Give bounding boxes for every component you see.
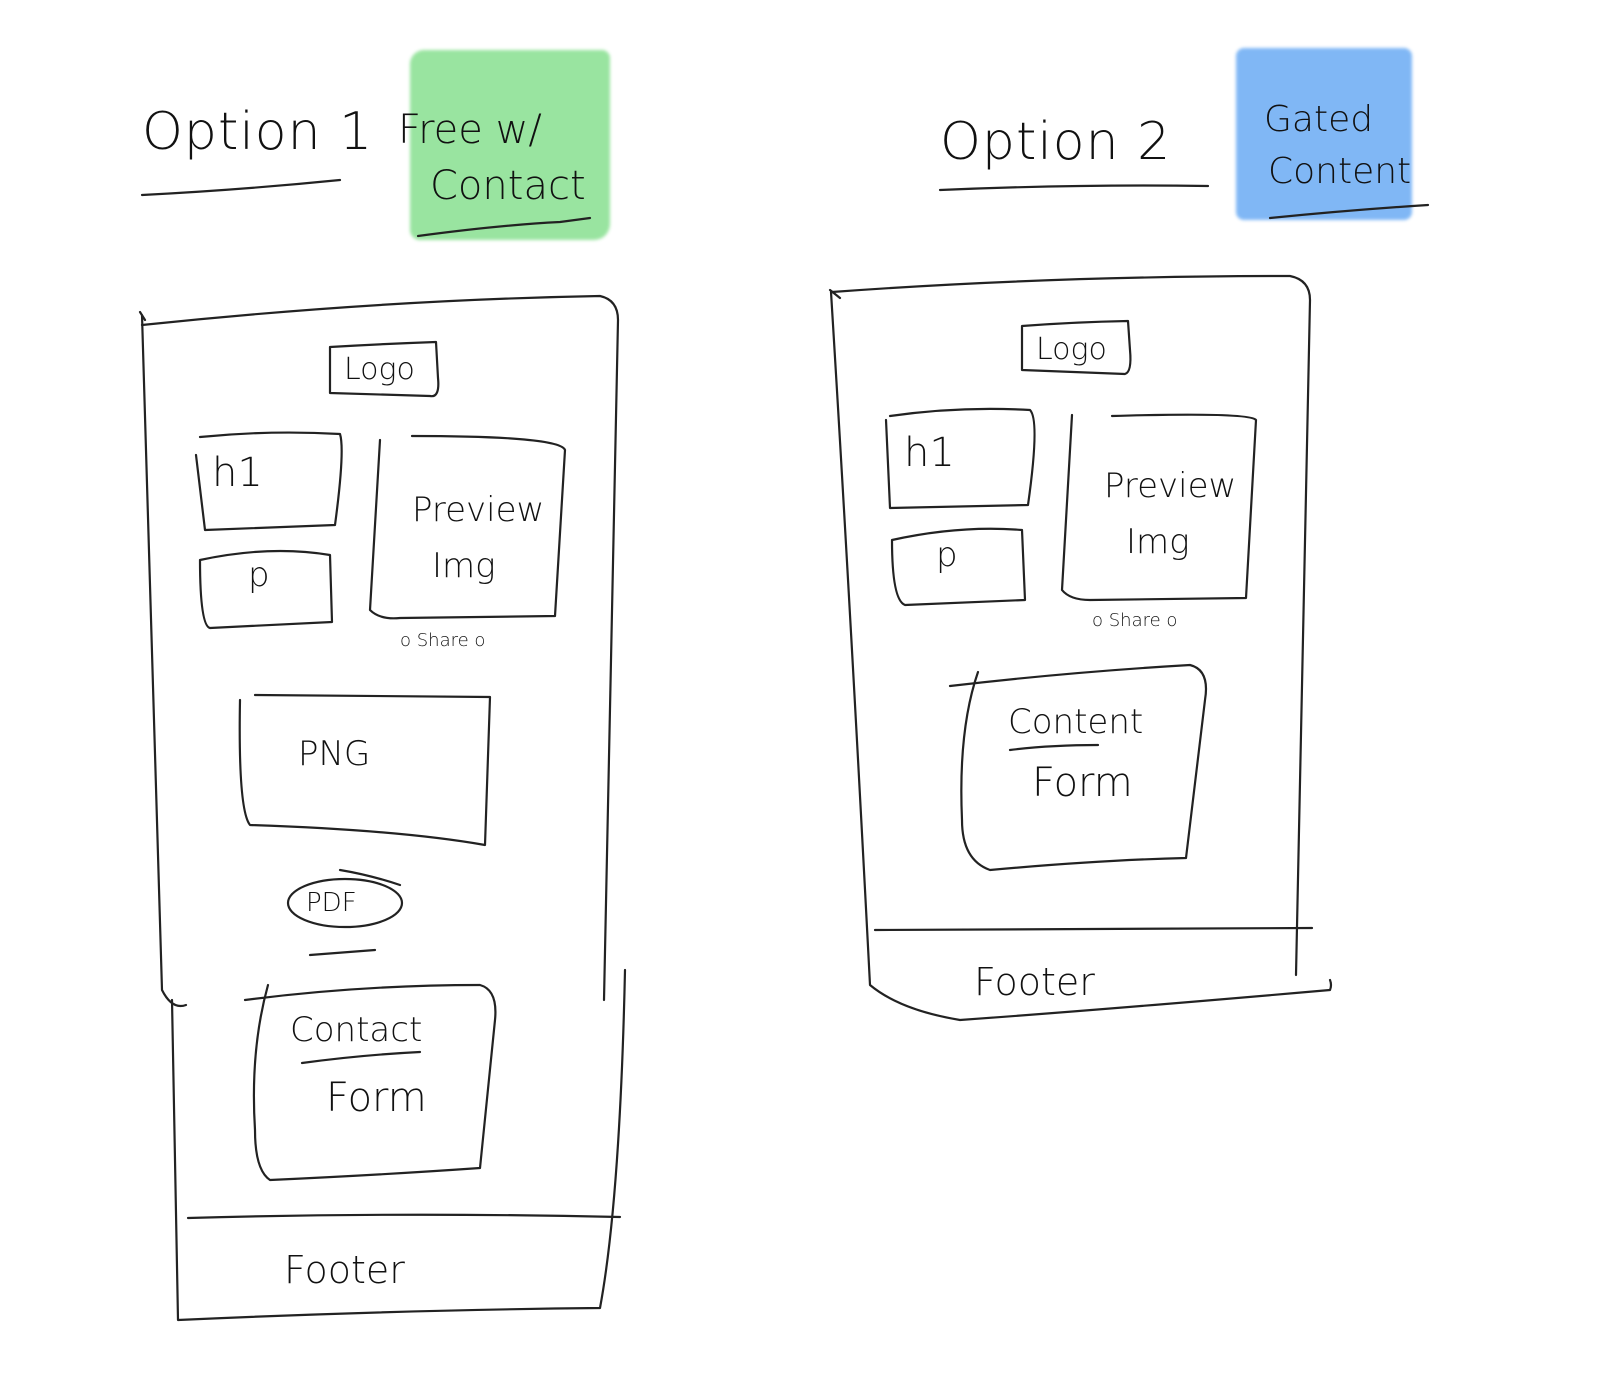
option-1-tag-line2: Contact [430, 163, 586, 209]
option-1-png-label: PNG [298, 734, 371, 774]
option-2-logo-label: Logo [1036, 332, 1107, 367]
option-1-title: Option 1 [142, 102, 374, 162]
option-2-form-line1: Content [1008, 702, 1144, 742]
option-2-footer-label: Footer [974, 960, 1095, 1004]
option-2-preview-line1: Preview [1104, 466, 1237, 506]
option-2-title: Option 2 [940, 112, 1172, 172]
option-2-h1-label: h1 [904, 430, 955, 476]
option-1-preview-line2: Img [432, 546, 496, 586]
option-2-preview-line2: Img [1126, 522, 1190, 562]
option-1-h1-label: h1 [212, 450, 263, 496]
option-1-form-line1: Contact [290, 1010, 423, 1050]
option-1-tag-line1: Free w/ [398, 107, 542, 153]
option-1-preview-line1: Preview [412, 490, 545, 530]
option-2-form-line2: Form [1032, 760, 1133, 806]
option-1-pdf-label: PDF [306, 888, 357, 918]
option-2-p-label: p [936, 535, 958, 575]
option-1-tag-highlight [410, 50, 610, 240]
option-1-footer-label: Footer [284, 1248, 405, 1292]
option-2-tag-highlight [1236, 48, 1412, 220]
option-2-tag-line1: Gated [1264, 99, 1374, 140]
option-1-form-line2: Form [326, 1075, 427, 1121]
option-2-tag-line2: Content [1268, 151, 1412, 192]
option-1-share-label: o Share o [400, 630, 486, 651]
option-2-share-label: o Share o [1092, 610, 1178, 631]
option-1-logo-label: Logo [344, 352, 415, 387]
option-1-p-label: p [248, 555, 270, 595]
